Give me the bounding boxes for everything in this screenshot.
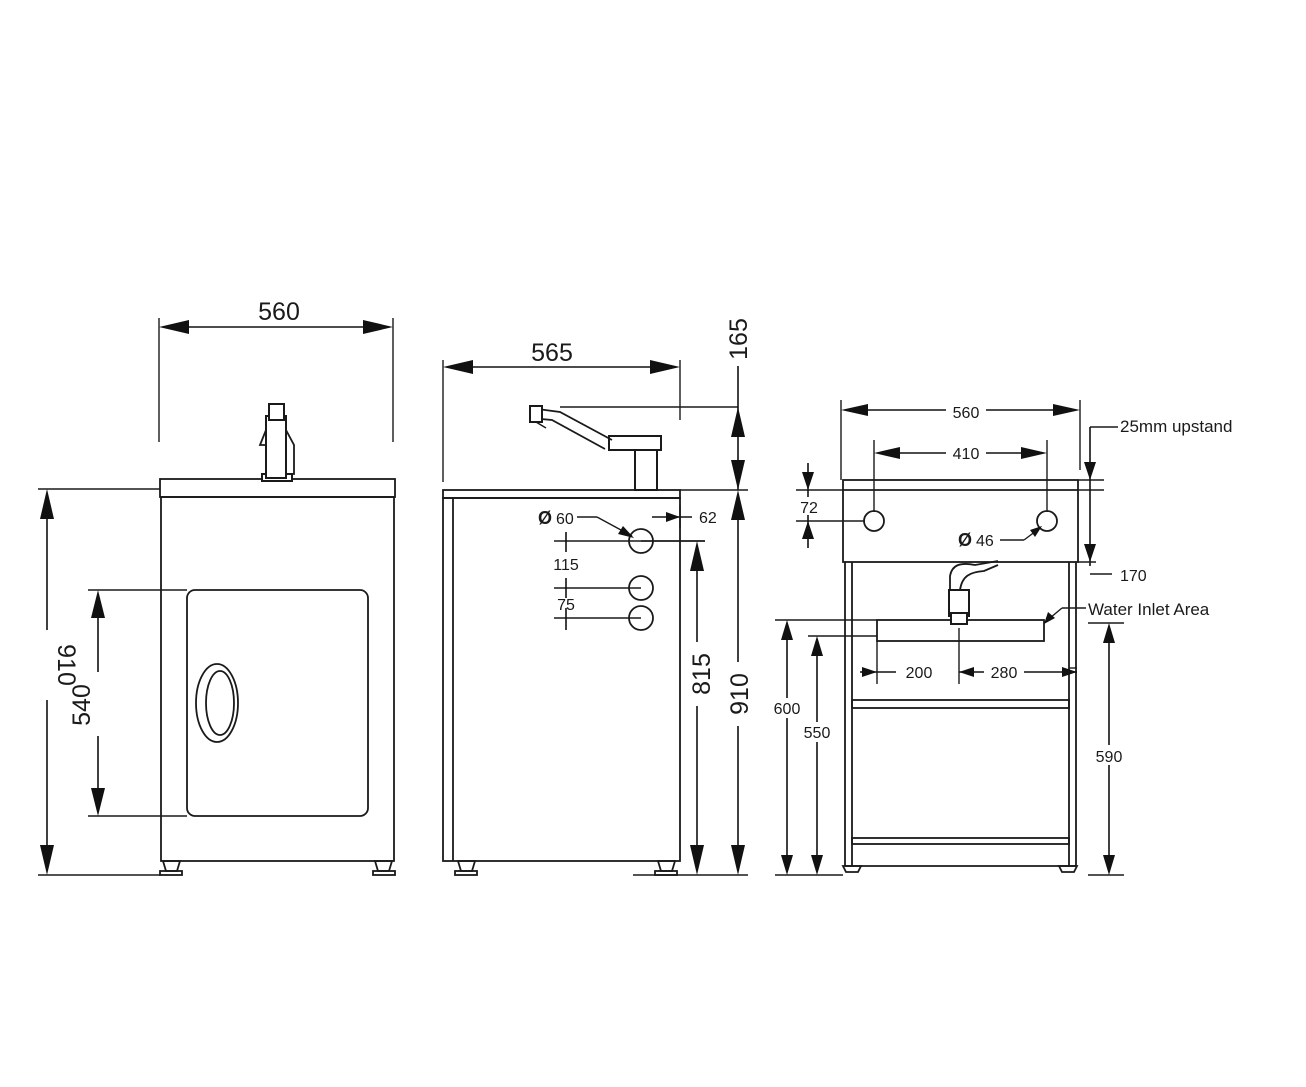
side-spacing-a-label: 115 xyxy=(553,557,579,574)
side-bench-top xyxy=(442,489,681,499)
rear-panel-height-label: 170 xyxy=(1120,568,1147,585)
side-hole-offset-label: 62 xyxy=(699,510,717,527)
rear-feet xyxy=(841,865,1079,873)
side-tap-icon xyxy=(529,405,662,491)
side-service-holes xyxy=(628,528,654,631)
rear-inlet-top-label: 600 xyxy=(774,701,801,718)
rear-top-offset-label: 72 xyxy=(800,500,818,517)
side-view: 565 165 910 815 Ø 60 62 xyxy=(442,318,754,876)
rear-width-label: 560 xyxy=(953,405,980,422)
rear-hole-left xyxy=(863,510,885,532)
front-tap-icon xyxy=(258,403,295,482)
rear-view: 560 410 25mm upstand 170 72 Ø 46 xyxy=(770,400,1232,876)
front-feet xyxy=(159,860,396,876)
side-depth-label: 565 xyxy=(531,339,573,367)
rear-bottom-rail xyxy=(851,837,1070,845)
front-height-label: 910 xyxy=(52,644,80,686)
rear-diameter-symbol: Ø xyxy=(958,530,972,550)
rear-upstand-note: 25mm upstand xyxy=(1120,417,1232,436)
rear-hole-diameter-label: 46 xyxy=(976,533,994,550)
front-door-handle xyxy=(195,663,239,743)
side-tap-height-label: 165 xyxy=(725,318,753,360)
side-feet xyxy=(454,860,678,876)
side-hole-diameter-label: 60 xyxy=(556,511,574,528)
side-hole-height-label: 815 xyxy=(688,653,716,695)
rear-tap-icon xyxy=(948,560,999,625)
side-diameter-symbol: Ø xyxy=(538,508,552,528)
front-cabinet-body xyxy=(160,496,395,862)
rear-right-height-label: 590 xyxy=(1096,749,1123,766)
rear-inlet-bottom-label: 550 xyxy=(804,725,831,742)
front-width-label: 560 xyxy=(258,298,300,326)
front-view: 560 910 540 xyxy=(30,298,396,876)
rear-inlet-left-label: 200 xyxy=(906,665,933,682)
front-door-panel xyxy=(186,589,369,817)
rear-hole-spacing-label: 410 xyxy=(953,446,980,463)
rear-mid-shelf xyxy=(851,699,1070,709)
rear-inlet-right-label: 280 xyxy=(991,665,1018,682)
side-spacing-b-label: 75 xyxy=(557,597,575,614)
front-door-height-label: 540 xyxy=(68,684,96,726)
side-total-height-label: 910 xyxy=(726,673,754,715)
rear-water-inlet-label: Water Inlet Area xyxy=(1088,600,1210,619)
